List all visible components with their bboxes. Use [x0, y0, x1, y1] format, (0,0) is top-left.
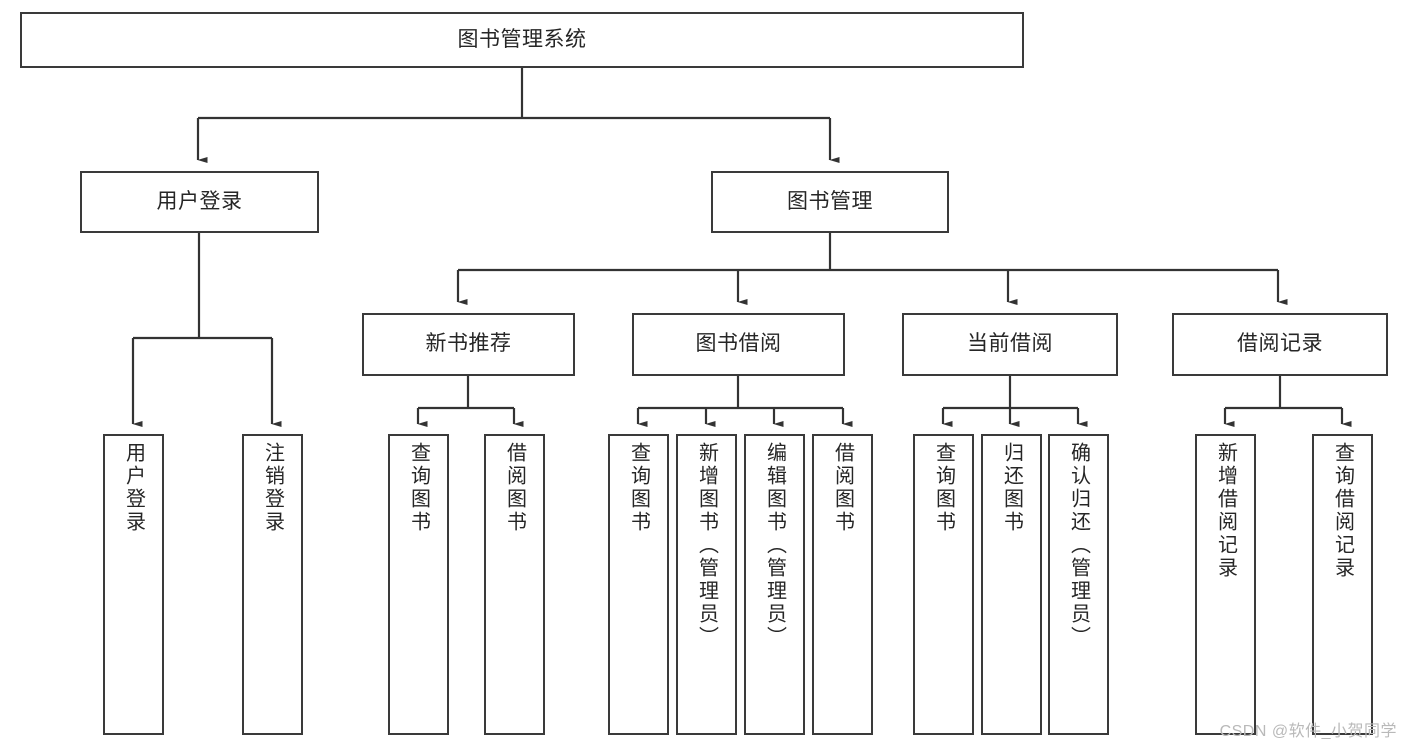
leaf-user-login[interactable]: 用户登录	[103, 434, 164, 735]
node-label: 查询图书	[407, 442, 430, 534]
leaf-confirm-return-admin[interactable]: 确认归还（管理员）	[1048, 434, 1109, 735]
leaf-borrow-book[interactable]: 借阅图书	[812, 434, 873, 735]
node-label: 借阅记录	[1237, 332, 1323, 356]
node-label: 图书管理系统	[457, 27, 587, 51]
node-label: 当前借阅	[967, 332, 1053, 356]
node-label: 注销登录	[261, 442, 284, 534]
node-user-login[interactable]: 用户登录	[80, 171, 319, 233]
node-new-book-recommend[interactable]: 新书推荐	[362, 313, 575, 376]
leaf-add-book-admin[interactable]: 新增图书（管理员）	[676, 434, 737, 735]
leaf-borrow-book-recommend[interactable]: 借阅图书	[484, 434, 545, 735]
leaf-return-book[interactable]: 归还图书	[981, 434, 1042, 735]
node-label: 新书推荐	[425, 332, 512, 356]
node-label: 新增图书（管理员）	[695, 442, 718, 649]
node-current-borrow[interactable]: 当前借阅	[902, 313, 1118, 376]
node-label: 查询图书	[932, 442, 955, 534]
node-label: 图书管理	[787, 189, 873, 213]
node-root-system[interactable]: 图书管理系统	[20, 12, 1024, 68]
leaf-user-logout[interactable]: 注销登录	[242, 434, 303, 735]
leaf-search-book-borrow[interactable]: 查询图书	[608, 434, 669, 735]
csdn-watermark: CSDN @软件_小贺同学	[1219, 723, 1397, 740]
node-label: 归还图书	[1000, 442, 1023, 534]
leaf-search-borrow-record[interactable]: 查询借阅记录	[1312, 434, 1373, 735]
node-label: 用户登录	[122, 442, 145, 534]
node-label: 查询借阅记录	[1331, 442, 1354, 580]
node-borrow-records[interactable]: 借阅记录	[1172, 313, 1388, 376]
leaf-add-borrow-record[interactable]: 新增借阅记录	[1195, 434, 1256, 735]
node-label: 新增借阅记录	[1214, 442, 1237, 580]
node-label: 用户登录	[156, 189, 243, 213]
node-book-borrow[interactable]: 图书借阅	[632, 313, 845, 376]
leaf-search-book-current[interactable]: 查询图书	[913, 434, 974, 735]
node-label: 图书借阅	[695, 332, 782, 356]
node-label: 借阅图书	[831, 442, 854, 534]
leaf-search-book-recommend[interactable]: 查询图书	[388, 434, 449, 735]
node-book-management[interactable]: 图书管理	[711, 171, 949, 233]
leaf-edit-book-admin[interactable]: 编辑图书（管理员）	[744, 434, 805, 735]
node-label: 确认归还（管理员）	[1067, 442, 1090, 649]
node-label: 借阅图书	[503, 442, 526, 534]
node-label: 查询图书	[627, 442, 650, 534]
node-label: 编辑图书（管理员）	[763, 442, 786, 649]
